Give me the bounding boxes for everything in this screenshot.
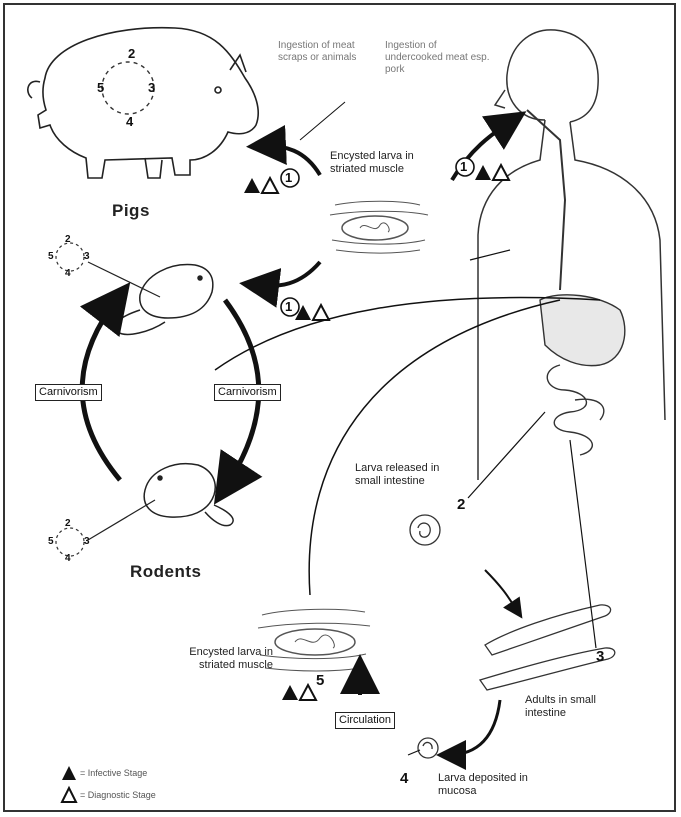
circulation-box: Circulation — [335, 712, 395, 729]
stage-number-3: 3 — [596, 648, 604, 665]
stage-number-4: 4 — [400, 770, 408, 787]
pig-cycle-5: 5 — [97, 80, 104, 95]
larva-released-illustration — [410, 515, 440, 545]
larva-deposited-illustration — [418, 738, 438, 758]
adult-worms-illustration — [480, 605, 615, 690]
stage-number-2: 2 — [457, 496, 465, 513]
legend-infective-label: = Infective Stage — [80, 768, 147, 778]
legend-diagnostic-label: = Diagnostic Stage — [80, 790, 156, 800]
larva-released-label: Larva released in small intestine — [355, 462, 465, 488]
digestive-tract — [540, 295, 625, 455]
cycle-arrows — [82, 102, 600, 755]
rodent-bottom-cycle-glyph — [56, 528, 84, 556]
stage-number-1-rodent: 1 — [285, 299, 292, 314]
stage-circles — [281, 158, 474, 316]
rodent-top-cycle-4: 4 — [65, 268, 71, 279]
muscle-cyst-top — [330, 201, 428, 253]
human-ingestion-note: Ingestion of undercooked meat esp. pork — [385, 40, 495, 76]
pig-cycle-3: 3 — [148, 80, 155, 95]
rodent-bottom-cycle-2: 2 — [65, 518, 71, 529]
rodent-bottom-cycle-3: 3 — [84, 536, 90, 547]
adults-label: Adults in small intestine — [525, 694, 625, 720]
rodents-label: Rodents — [130, 565, 202, 578]
legend-diagnostic: = Diagnostic Stage — [80, 790, 156, 800]
carnivorism-left-box: Carnivorism — [35, 384, 102, 401]
pig-cycle-circle — [102, 62, 154, 114]
rodent-top-cycle-glyph — [56, 243, 84, 271]
rodent-top-cycle-2: 2 — [65, 234, 71, 245]
rodent-bottom-cycle-5: 5 — [48, 536, 54, 547]
rodent-bottom-illustration — [144, 464, 233, 526]
larva-deposited-label: Larva deposited in mucosa — [438, 772, 548, 798]
encysted-larva-bottom-label: Encysted larva in striated muscle — [178, 646, 273, 672]
pig-cycle-2: 2 — [128, 46, 135, 61]
muscle-cyst-bottom — [258, 609, 370, 671]
pigs-label: Pigs — [112, 204, 150, 217]
stage-number-1-human: 1 — [460, 159, 467, 174]
rodent-top-cycle-3: 3 — [84, 251, 90, 262]
legend-infective: = Infective Stage — [80, 768, 147, 778]
encysted-larva-top-label: Encysted larva in striated muscle — [330, 150, 440, 176]
pig-ingestion-note: Ingestion of meat scraps or animals — [278, 40, 368, 64]
pig-cycle-4: 4 — [126, 114, 133, 129]
rodent-top-illustration — [116, 265, 213, 335]
pig-illustration — [28, 28, 258, 178]
stage-number-1-pig: 1 — [285, 170, 292, 185]
carnivorism-right-box: Carnivorism — [214, 384, 281, 401]
rodent-top-cycle-5: 5 — [48, 251, 54, 262]
stage-number-5: 5 — [316, 672, 324, 689]
rodent-bottom-cycle-4: 4 — [65, 553, 71, 564]
